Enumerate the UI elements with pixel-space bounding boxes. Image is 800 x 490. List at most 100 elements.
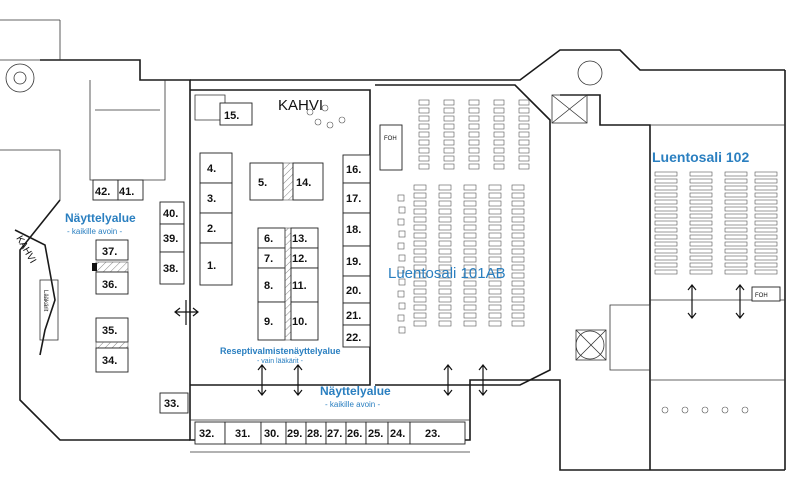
seat bbox=[654, 178, 678, 184]
seat bbox=[511, 208, 525, 215]
seat bbox=[488, 184, 502, 191]
booth-29-label: 29. bbox=[287, 428, 302, 440]
seat bbox=[438, 272, 452, 279]
seat bbox=[493, 115, 505, 122]
booth-5[interactable] bbox=[249, 162, 284, 201]
seat bbox=[689, 241, 713, 247]
seat bbox=[511, 216, 525, 223]
booth-34[interactable] bbox=[95, 347, 129, 373]
booth-13-label: 13. bbox=[292, 233, 307, 245]
seat bbox=[511, 280, 525, 287]
seat bbox=[398, 254, 406, 262]
booth-35[interactable] bbox=[95, 317, 129, 343]
seat bbox=[397, 194, 405, 202]
seat bbox=[518, 155, 530, 162]
booth-37[interactable] bbox=[95, 239, 129, 261]
exhibition-left-title: Näyttelyalue bbox=[65, 211, 136, 225]
seat bbox=[511, 224, 525, 231]
booth-9[interactable] bbox=[257, 301, 286, 341]
seat bbox=[724, 262, 748, 268]
booth-18[interactable] bbox=[342, 212, 371, 247]
seat bbox=[689, 178, 713, 184]
seat bbox=[518, 147, 530, 154]
seat bbox=[413, 232, 427, 239]
seat bbox=[654, 241, 678, 247]
seat bbox=[413, 272, 427, 279]
seat bbox=[438, 280, 452, 287]
seat bbox=[438, 216, 452, 223]
booth-38[interactable] bbox=[159, 251, 185, 285]
booth-14[interactable] bbox=[292, 162, 324, 201]
booth-3[interactable] bbox=[199, 182, 233, 214]
seat bbox=[724, 234, 748, 240]
booth-10[interactable] bbox=[290, 301, 319, 341]
booths: 4. 3. 2. 1. 5. 14. 15. 6. 7. 8. 9. 13. 1… bbox=[92, 102, 466, 445]
seat bbox=[438, 200, 452, 207]
booth-41[interactable] bbox=[117, 179, 144, 201]
booth-41-label: 41. bbox=[119, 186, 134, 198]
booth-2[interactable] bbox=[199, 212, 233, 244]
seat bbox=[754, 206, 778, 212]
divider-hatch bbox=[284, 227, 292, 341]
seat bbox=[724, 178, 748, 184]
seat bbox=[754, 248, 778, 254]
seat bbox=[398, 206, 406, 214]
seat bbox=[463, 288, 477, 295]
seat bbox=[488, 224, 502, 231]
seat bbox=[468, 155, 480, 162]
seat bbox=[488, 248, 502, 255]
booth-15[interactable] bbox=[219, 102, 253, 126]
booth-6-label: 6. bbox=[264, 233, 273, 245]
seat bbox=[689, 255, 713, 261]
seat bbox=[511, 272, 525, 279]
seat bbox=[438, 304, 452, 311]
seat bbox=[724, 213, 748, 219]
seat bbox=[418, 107, 430, 114]
seat bbox=[493, 123, 505, 130]
seat bbox=[724, 269, 748, 275]
table bbox=[721, 406, 729, 414]
booth-7-label: 7. bbox=[264, 253, 273, 265]
seat bbox=[724, 199, 748, 205]
seat bbox=[689, 185, 713, 191]
seat bbox=[511, 256, 525, 263]
seat bbox=[511, 320, 525, 327]
booth-20[interactable] bbox=[342, 275, 371, 304]
seat bbox=[463, 272, 477, 279]
seat bbox=[463, 192, 477, 199]
seat bbox=[438, 288, 452, 295]
table bbox=[306, 108, 314, 116]
seat bbox=[654, 248, 678, 254]
seat bbox=[443, 163, 455, 170]
booth-21-label: 21. bbox=[346, 310, 361, 322]
seat bbox=[724, 185, 748, 191]
booth-23[interactable] bbox=[409, 421, 466, 445]
seat bbox=[488, 232, 502, 239]
booth-22[interactable] bbox=[342, 324, 371, 348]
seat bbox=[518, 131, 530, 138]
seat bbox=[493, 155, 505, 162]
booth-26-label: 26. bbox=[347, 428, 362, 440]
booth-17-label: 17. bbox=[346, 193, 361, 205]
booth-36[interactable] bbox=[95, 271, 129, 295]
seat bbox=[654, 255, 678, 261]
seat bbox=[463, 304, 477, 311]
booth-42-label: 42. bbox=[95, 186, 110, 198]
booth-33[interactable] bbox=[159, 392, 189, 414]
seat bbox=[413, 280, 427, 287]
seat bbox=[511, 296, 525, 303]
seat bbox=[654, 206, 678, 212]
seat bbox=[438, 256, 452, 263]
booth-16[interactable] bbox=[342, 154, 371, 184]
seat bbox=[438, 184, 452, 191]
seat bbox=[511, 312, 525, 319]
seat bbox=[413, 208, 427, 215]
foh-101-box bbox=[379, 124, 403, 171]
booth-10-label: 10. bbox=[292, 316, 307, 328]
seat bbox=[397, 242, 405, 250]
booth-1[interactable] bbox=[199, 242, 233, 286]
table bbox=[681, 406, 689, 414]
seat bbox=[413, 224, 427, 231]
booth-25-label: 25. bbox=[368, 428, 383, 440]
seat bbox=[468, 147, 480, 154]
